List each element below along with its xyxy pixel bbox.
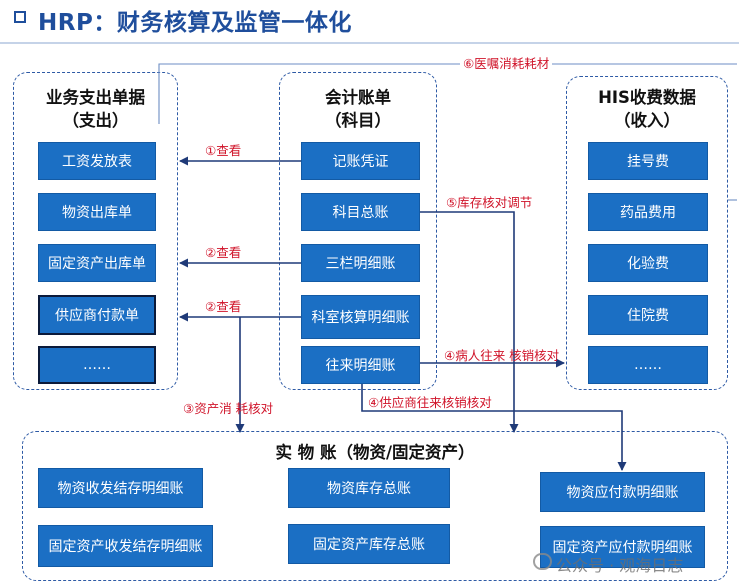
bottom-item-asset-stock-detail: 固定资产收发结存明细账	[38, 525, 213, 567]
page-title: HRP：财务核算及监管一体化	[38, 10, 352, 36]
label-asset-check: ③资产消 耗核对	[183, 401, 274, 416]
bottom-panel-title-text: 实 物 账（物资/固定资产）	[275, 443, 475, 462]
bottom-item-material-payable-detail: 物资应付款明细账	[540, 472, 705, 512]
right-item-hospitalization-fee: 住院费	[588, 295, 708, 335]
middle-panel	[279, 72, 437, 390]
right-panel	[566, 76, 728, 390]
bottom-panel-title: 实 物 账（物资/固定资产）	[22, 441, 728, 464]
right-panel-title-line2: （收入）	[614, 111, 680, 130]
label-supplier-check: ④供应商往来核销核对	[368, 395, 492, 410]
bottom-item-material-stock-detail: 物资收发结存明细账	[38, 468, 203, 508]
watermark: 公众号 · 观海日志	[556, 556, 684, 575]
middle-item-current-account-ledger: 往来明细账	[301, 346, 420, 384]
label-patient-check: ④病人往来 核销核对	[444, 348, 560, 363]
arrow-supplier-check	[361, 384, 627, 471]
middle-item-voucher: 记账凭证	[301, 142, 420, 180]
right-panel-title-line1: HIS收费数据	[598, 88, 696, 107]
left-item-material-outbound: 物资出库单	[38, 193, 156, 231]
middle-panel-title-line1: 会计账单	[325, 88, 391, 107]
middle-panel-title-line2: （科目）	[325, 111, 391, 130]
right-item-registration-fee: 挂号费	[588, 142, 708, 180]
left-panel-title-line2: （支出）	[62, 111, 129, 130]
label-view-2b: ②查看	[205, 299, 242, 314]
middle-item-general-ledger: 科目总账	[301, 193, 420, 231]
label-stock-adjust: ⑤库存核对调节	[446, 195, 533, 210]
right-item-drug-fee: 药品费用	[588, 193, 708, 231]
bottom-item-asset-payable-detail: 固定资产应付款明细账	[540, 526, 705, 568]
left-item-more: ……	[38, 346, 156, 384]
label-view-1: ①查看	[205, 143, 242, 158]
title-bar: HRP：财务核算及监管一体化	[0, 0, 739, 46]
right-item-lab-fee: 化验费	[588, 244, 708, 282]
left-panel-title: 业务支出单据 （支出）	[13, 86, 178, 132]
left-panel-title-line1: 业务支出单据	[46, 88, 145, 107]
arrow-stock-adjust	[420, 211, 519, 433]
bottom-item-asset-stock-ledger: 固定资产库存总账	[288, 524, 450, 564]
label-view-2a: ②查看	[205, 245, 242, 260]
title-divider	[0, 42, 739, 44]
arrow-medical-consumables	[158, 63, 737, 124]
left-panel	[13, 72, 178, 390]
right-item-more: ……	[588, 346, 708, 384]
wechat-icon	[533, 553, 552, 570]
bottom-item-material-stock-ledger: 物资库存总账	[288, 468, 450, 508]
left-item-supplier-payment: 供应商付款单	[38, 295, 156, 335]
middle-panel-title: 会计账单 （科目）	[279, 86, 437, 132]
left-item-payroll: 工资发放表	[38, 142, 156, 180]
middle-item-three-column-ledger: 三栏明细账	[301, 244, 420, 282]
right-panel-title: HIS收费数据 （收入）	[566, 86, 728, 132]
middle-item-department-ledger: 科室核算明细账	[301, 295, 420, 339]
label-medical-consumables: ⑥医嘱消耗耗材	[460, 53, 553, 72]
square-bullet-icon	[14, 11, 26, 23]
left-item-asset-outbound: 固定资产出库单	[38, 244, 156, 282]
